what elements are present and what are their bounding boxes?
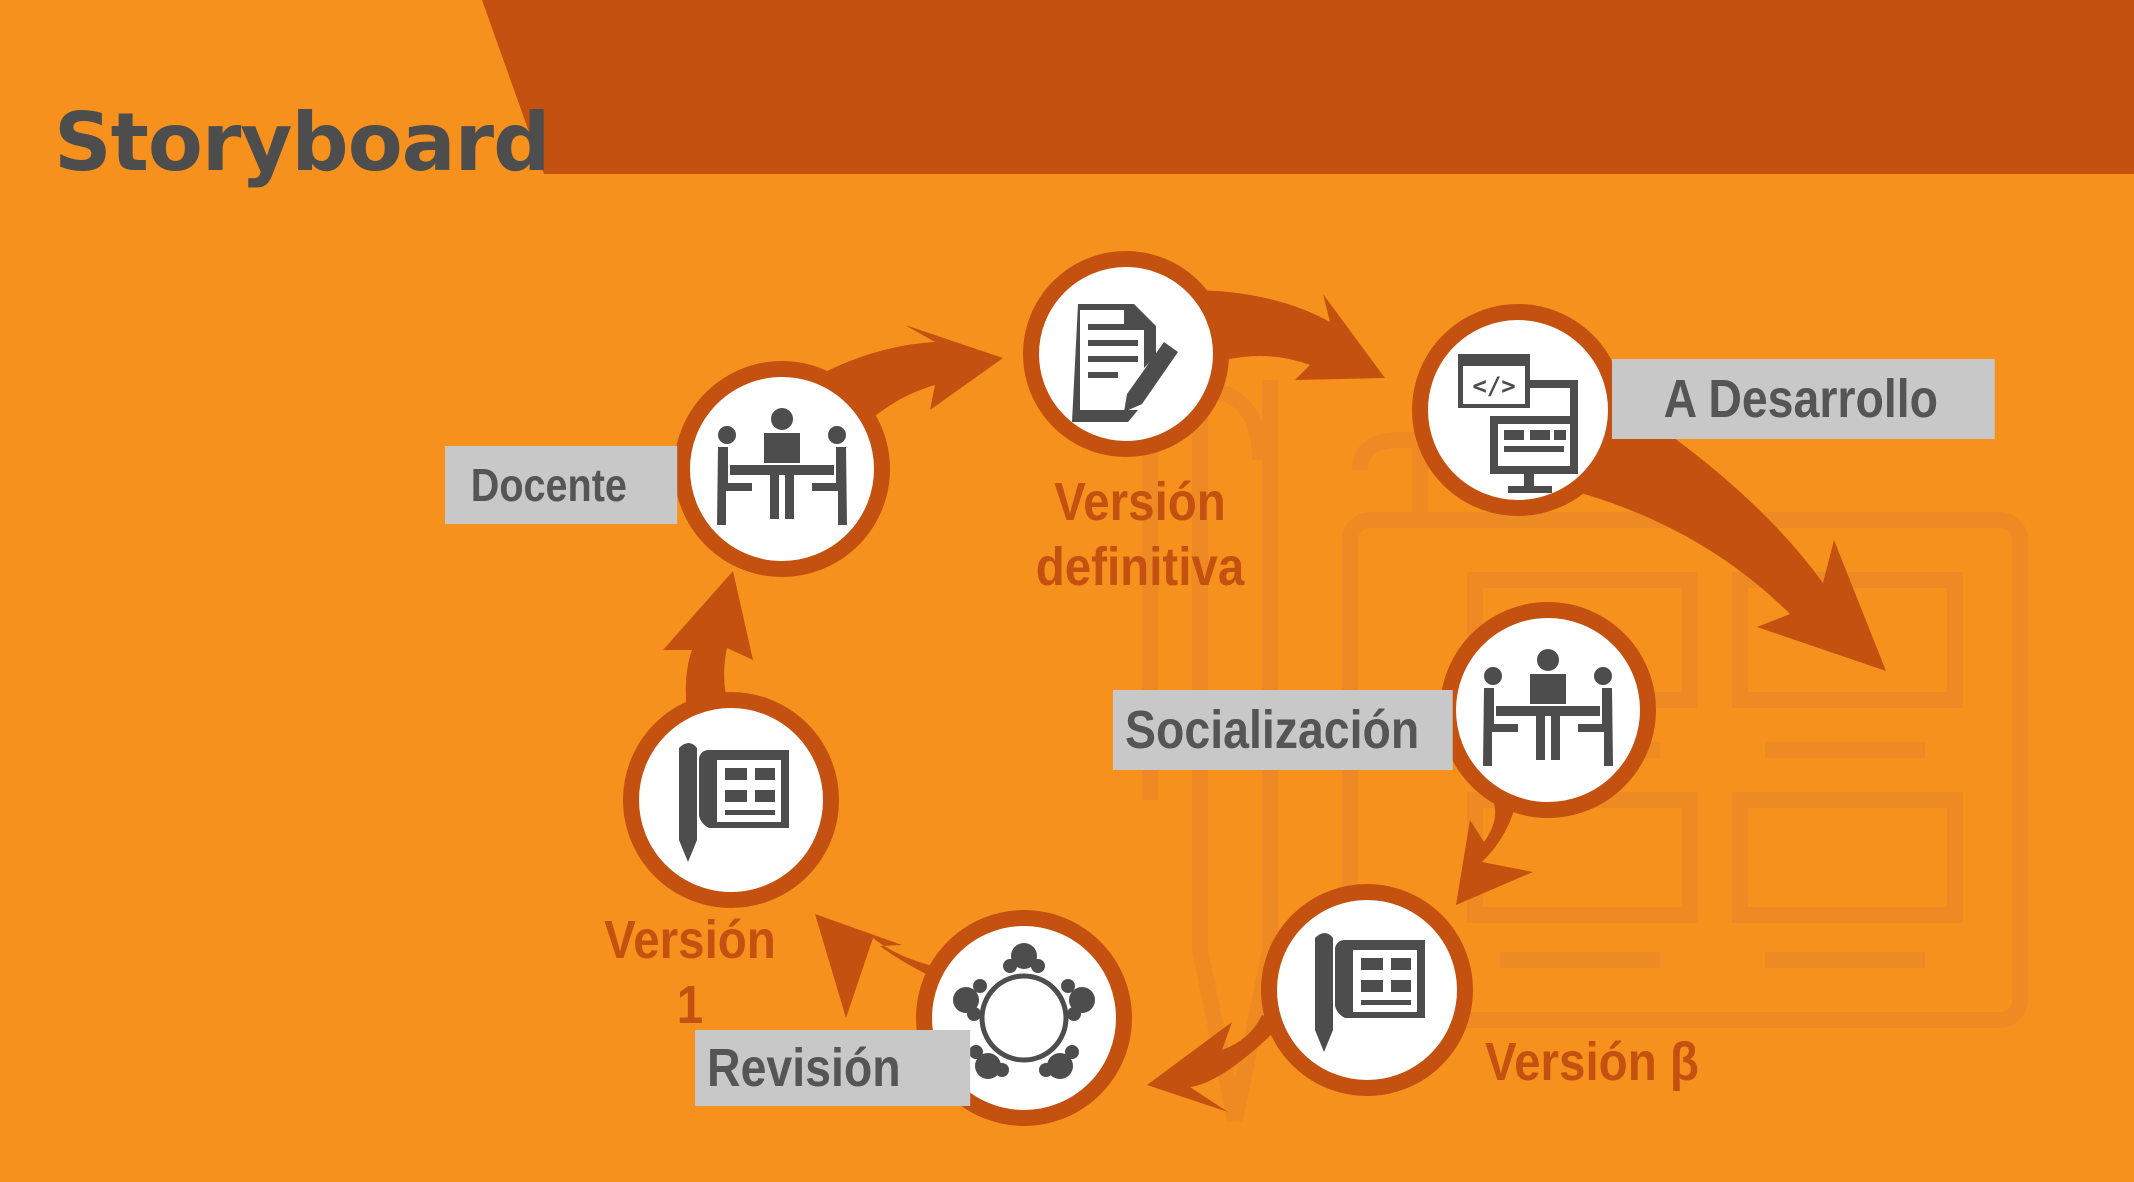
arrow-versionbeta-to-revision	[1147, 1015, 1284, 1112]
node-ring-revision	[916, 910, 1132, 1126]
page-title: Storyboard	[54, 96, 550, 189]
code-computer-icon: </>	[1458, 354, 1578, 493]
arrow-docente-to-definitiva	[825, 325, 1003, 420]
svg-text:</>: </>	[1472, 372, 1515, 400]
arrow-revision-to-version1	[815, 914, 950, 1018]
arrow-definitiva-to-desarrollo	[1188, 290, 1385, 380]
node-label-socializacion: Socialización	[1125, 700, 1420, 760]
document-edit-icon	[1072, 304, 1178, 422]
node-label-version-beta: Versión β	[1485, 1032, 1699, 1092]
node-label-version-definitiva: Versión definitiva	[1026, 470, 1255, 600]
label-box-docente: Docente	[445, 446, 678, 524]
label-box-revision: Revisión	[695, 1030, 971, 1106]
label-box-socializacion: Socialización	[1113, 690, 1453, 770]
node-label-version-1: Versión 1	[604, 910, 776, 1035]
arrow-version1-to-docente	[663, 571, 753, 712]
node-ring-a-desarrollo	[1412, 304, 1624, 516]
node-label-version-definitiva-line1: Versión	[1054, 472, 1226, 532]
arrow-desarrollo-to-socializacion	[1570, 400, 1886, 671]
node-label-a-desarrollo: A Desarrollo	[1663, 369, 1939, 429]
node-label-docente: Docente	[470, 459, 627, 511]
node-label-revision: Revisión	[707, 1038, 901, 1098]
team-circle-icon	[953, 943, 1095, 1079]
arrow-socializacion-to-versionbeta	[1456, 795, 1533, 905]
label-box-a-desarrollo: A Desarrollo	[1612, 359, 1995, 439]
node-label-version-definitiva-line2: definitiva	[1035, 536, 1245, 597]
